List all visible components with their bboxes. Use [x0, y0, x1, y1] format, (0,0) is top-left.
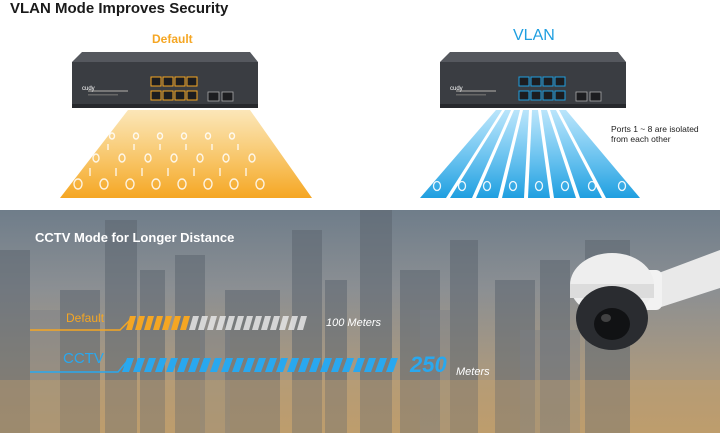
cctv-distance-number: 250	[410, 352, 447, 377]
default-mode-label: Default	[152, 32, 193, 46]
cctv-distance-label: CCTV	[63, 350, 104, 367]
switch-brand-default: cudy	[82, 86, 95, 92]
default-distance-label: Default	[66, 311, 105, 325]
network-switch-icon	[72, 52, 258, 108]
vlan-illustration: cudy cudy	[60, 52, 640, 198]
cctv-distance-bar	[30, 358, 398, 373]
cctv-distance-unit: Meters	[456, 366, 490, 378]
port-isolation-note: Ports 1 ~ 8 are isolated from each other	[611, 124, 699, 144]
cctv-camera-icon	[570, 250, 720, 350]
default-traffic-beam	[60, 110, 312, 198]
default-distance-value: 100 Meters	[326, 317, 382, 329]
vlan-packet-marks	[432, 180, 627, 192]
default-distance-bar	[30, 316, 307, 331]
network-switch-icon	[440, 52, 626, 108]
cctv-section: CCTV Mode for Longer Distance Default CC…	[0, 210, 720, 433]
switch-brand-vlan: cudy	[450, 86, 463, 92]
cctv-section-title: CCTV Mode for Longer Distance	[35, 230, 235, 245]
vlan-section: cudy cudy VLAN Mode Improv	[0, 0, 720, 210]
vlan-traffic-stripes	[420, 110, 640, 198]
vlan-section-title: VLAN Mode Improves Security	[10, 0, 229, 17]
city-skyline	[0, 210, 720, 433]
vlan-mode-label: VLAN	[513, 27, 555, 44]
